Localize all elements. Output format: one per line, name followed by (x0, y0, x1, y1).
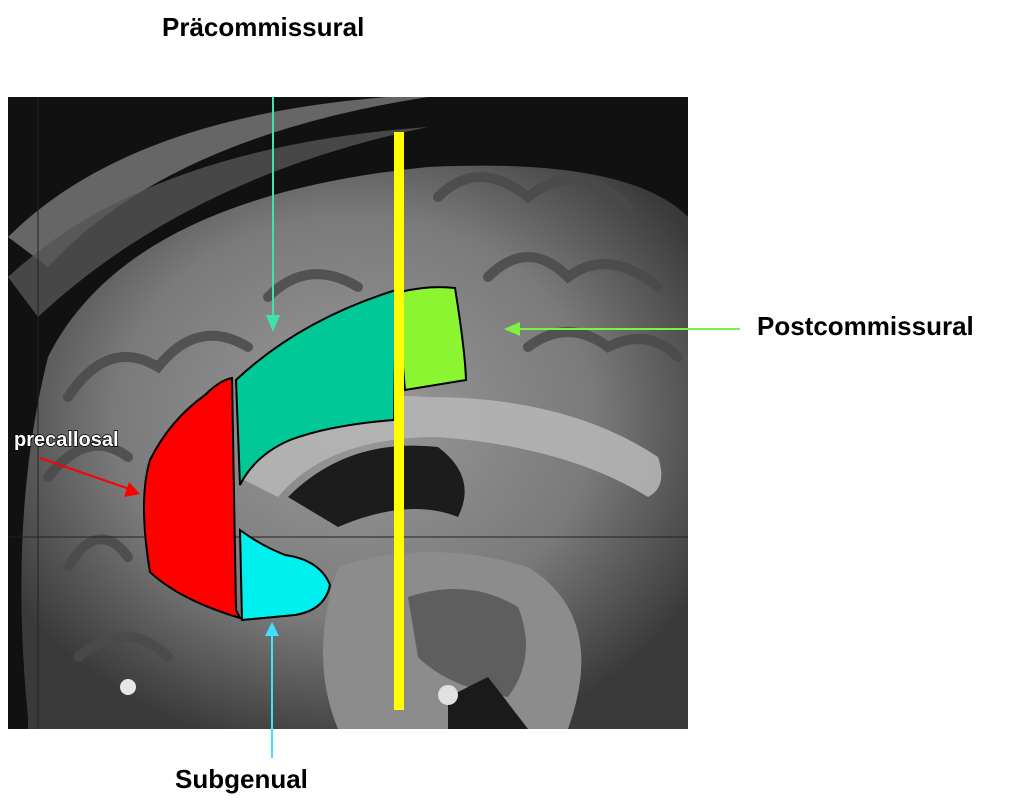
label-postcommissural: Postcommissural (757, 313, 974, 339)
mri-sagittal-image (8, 97, 688, 729)
label-subgenual: Subgenual (175, 766, 308, 792)
label-precommissural: Präcommissural (162, 14, 364, 40)
